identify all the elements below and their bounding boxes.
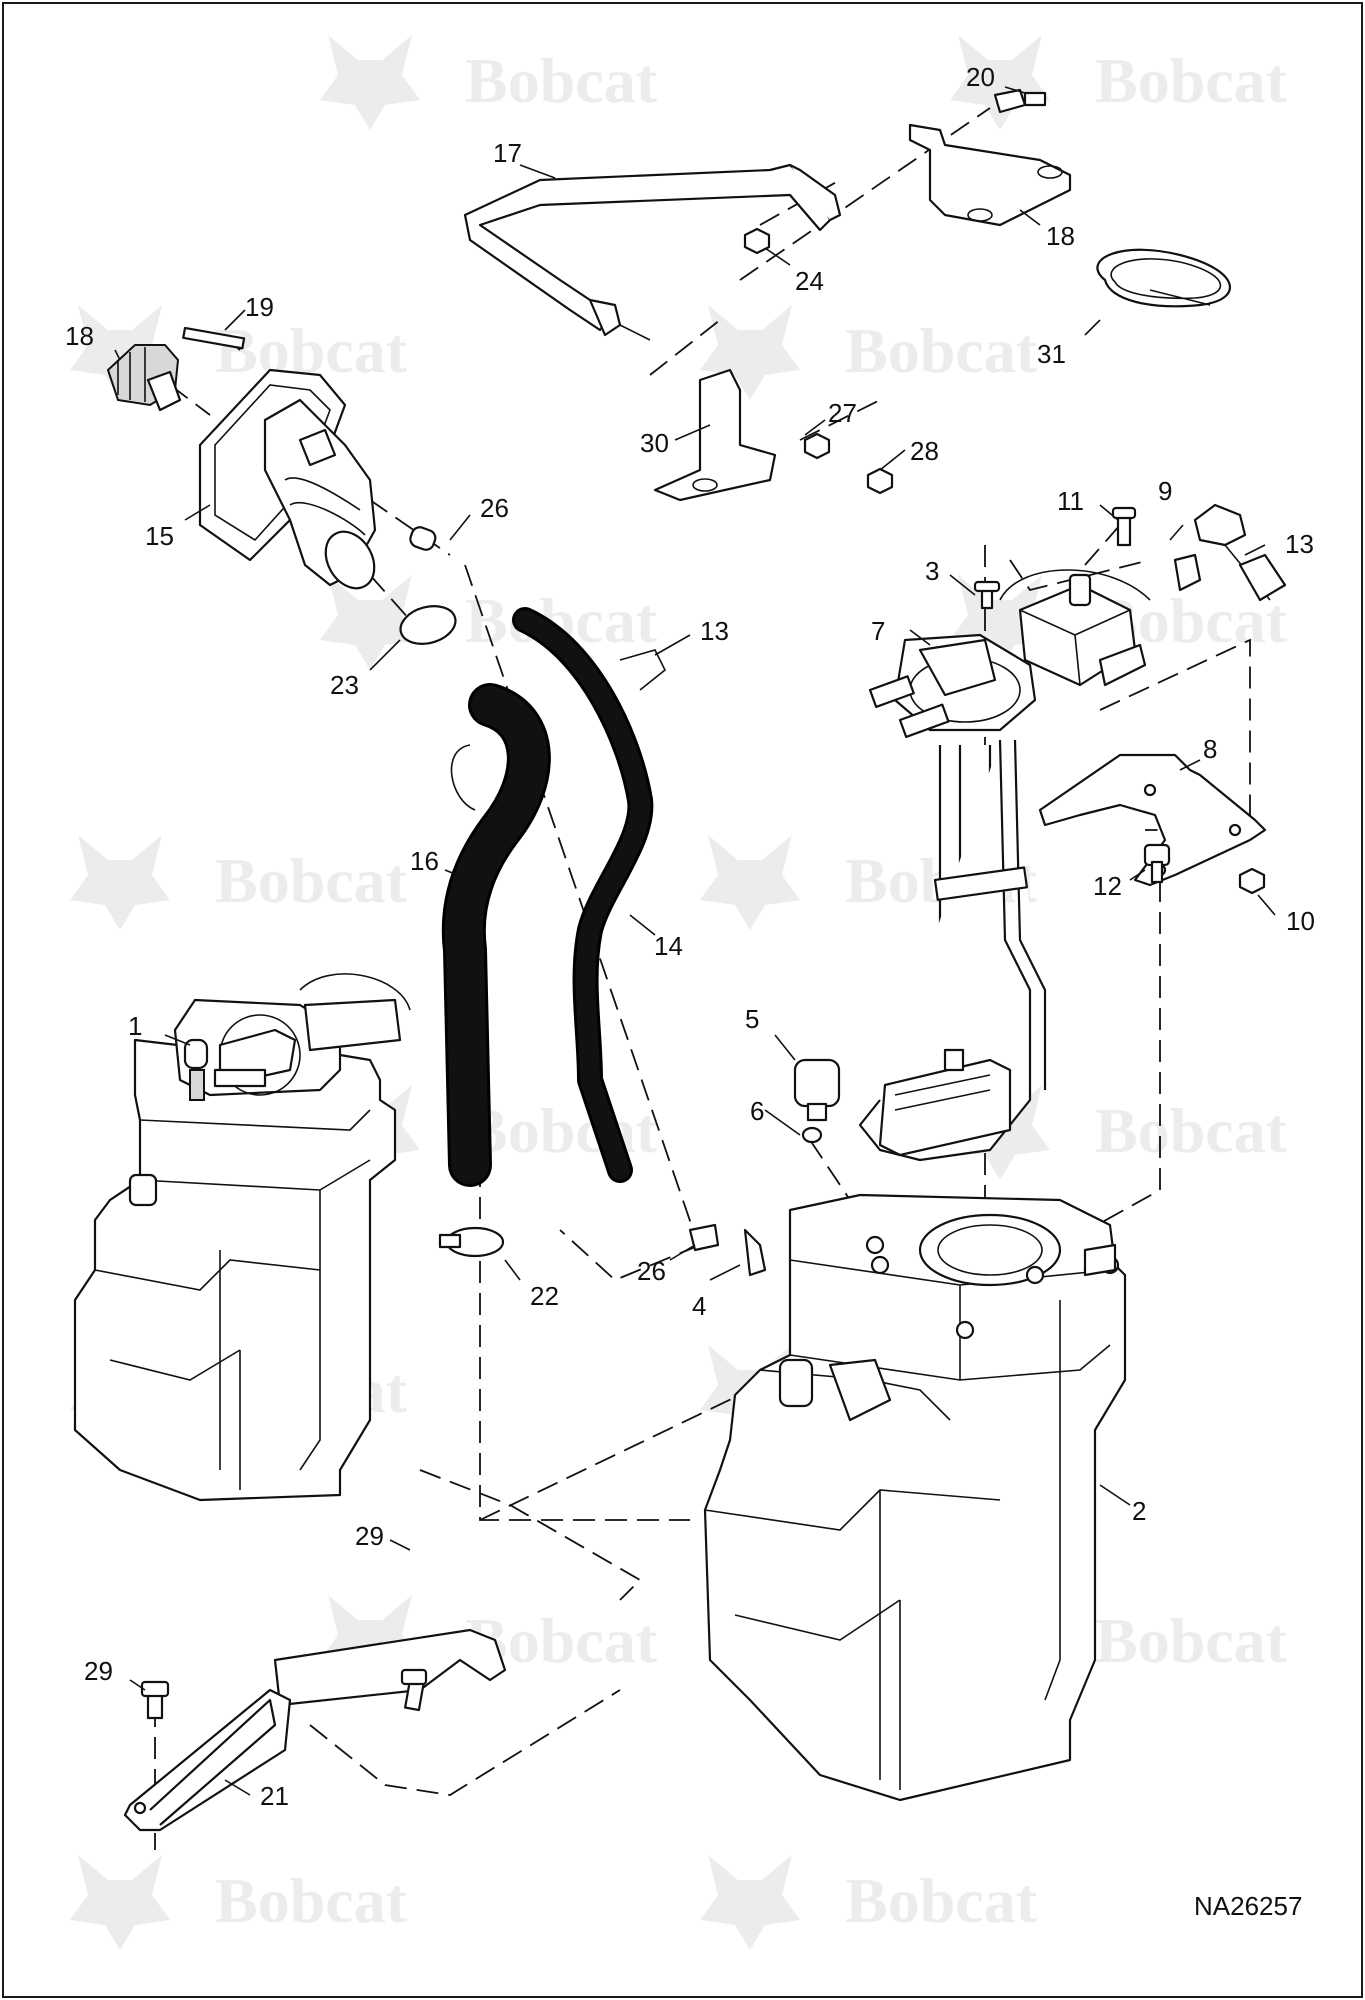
callout-17: 17 (493, 138, 522, 168)
callout-29-lower: 29 (84, 1656, 113, 1686)
bobcat-logo-icon (320, 35, 420, 130)
callout-4: 4 (692, 1291, 706, 1321)
callout-14: 14 (654, 931, 683, 961)
tank-strap (463, 163, 842, 341)
callout-10: 10 (1286, 906, 1315, 936)
bracket-30 (653, 368, 777, 502)
drawing-id: NA26257 (1194, 1891, 1302, 1921)
bracket-18 (908, 123, 1072, 227)
callout-27: 27 (828, 398, 857, 428)
hardware (140, 88, 1287, 1720)
bobcat-logo-icon (700, 305, 800, 400)
callout-9: 9 (1158, 476, 1172, 506)
fuel-sender-unit (858, 633, 1047, 1162)
callout-26-top: 26 (480, 493, 509, 523)
bracket-19-lower (123, 1688, 292, 1832)
callout-13-center: 13 (700, 616, 729, 646)
watermark-2: Bobcat (950, 35, 1288, 130)
watermark-16: Bobcat (700, 1855, 1038, 1950)
callout-3: 3 (925, 556, 939, 586)
callout-19: 21 (260, 1781, 289, 1811)
callout-26-bottom: 26 (637, 1256, 666, 1286)
callout-30: 30 (640, 428, 669, 458)
watermark-text: Bobcat (215, 845, 408, 916)
watermark-text: Bobcat (845, 315, 1038, 386)
bracket-19-upper (273, 1628, 507, 1707)
watermark-1: Bobcat (320, 35, 658, 130)
callout-23: 22 (530, 1281, 559, 1311)
watermark-7: Bobcat (70, 835, 408, 930)
callout-2: 2 (1132, 1496, 1146, 1526)
fuel-tank-assembly-left (73, 973, 411, 1502)
callout-6: 6 (750, 1096, 764, 1126)
callout-22: 20 (966, 62, 995, 92)
watermark-13: Bobcat (320, 1595, 658, 1690)
bobcat-logo-icon (70, 1855, 170, 1950)
callout-21: 19 (245, 292, 274, 322)
watermark-text: Bobcat (1095, 45, 1288, 116)
callout-8: 8 (1203, 734, 1217, 764)
watermark-text: Bobcat (465, 45, 658, 116)
bobcat-logo-icon (70, 305, 170, 400)
callout-18: 18 (1046, 221, 1075, 251)
callouts: 20 17 18 24 31 19 18 27 30 28 26 15 11 9… (65, 62, 1315, 1811)
callout-24: 23 (330, 670, 359, 700)
bobcat-logo-icon (70, 835, 170, 930)
callout-29-upper: 29 (355, 1521, 384, 1551)
callout-15: 15 (145, 521, 174, 551)
watermark-text: Bobcat (1095, 1095, 1288, 1166)
watermark-text: Bobcat (215, 1865, 408, 1936)
callout-25: 24 (795, 266, 824, 296)
callout-13-right: 13 (1285, 529, 1314, 559)
watermark-4: Bobcat (700, 305, 1038, 400)
watermarks: Bobcat Bobcat Bobcat Bobcat Bobcat Bobca… (70, 35, 1288, 1950)
fuel-tank (703, 1193, 1127, 1802)
watermark-text: Bobcat (1095, 1605, 1288, 1676)
leader-lines (114, 86, 1276, 1796)
sender-wiring-box (999, 569, 1151, 687)
bobcat-logo-icon (320, 1595, 420, 1690)
filler-neck (198, 368, 377, 590)
callout-12: 12 (1093, 871, 1122, 901)
callout-5: 5 (745, 1004, 759, 1034)
callout-1: 1 (128, 1011, 142, 1041)
callout-16: 16 (410, 846, 439, 876)
watermark-5: Bobcat (320, 575, 658, 670)
bobcat-logo-icon (700, 835, 800, 930)
watermark-15: Bobcat (70, 1855, 408, 1950)
watermark-text: Bobcat (845, 1865, 1038, 1936)
bobcat-logo-icon (950, 575, 1050, 670)
callout-11: 11 (1057, 486, 1084, 516)
bobcat-logo-icon (320, 575, 420, 670)
fuel-cap (106, 344, 182, 412)
bobcat-logo-icon (700, 1855, 800, 1950)
callout-31: 31 (1037, 339, 1066, 369)
callout-20: 18 (65, 321, 94, 351)
callout-28: 28 (910, 436, 939, 466)
callout-7: 7 (871, 616, 885, 646)
hose-16 (441, 683, 551, 1187)
hose-14 (512, 607, 654, 1183)
bobcat-logo-icon (950, 35, 1050, 130)
